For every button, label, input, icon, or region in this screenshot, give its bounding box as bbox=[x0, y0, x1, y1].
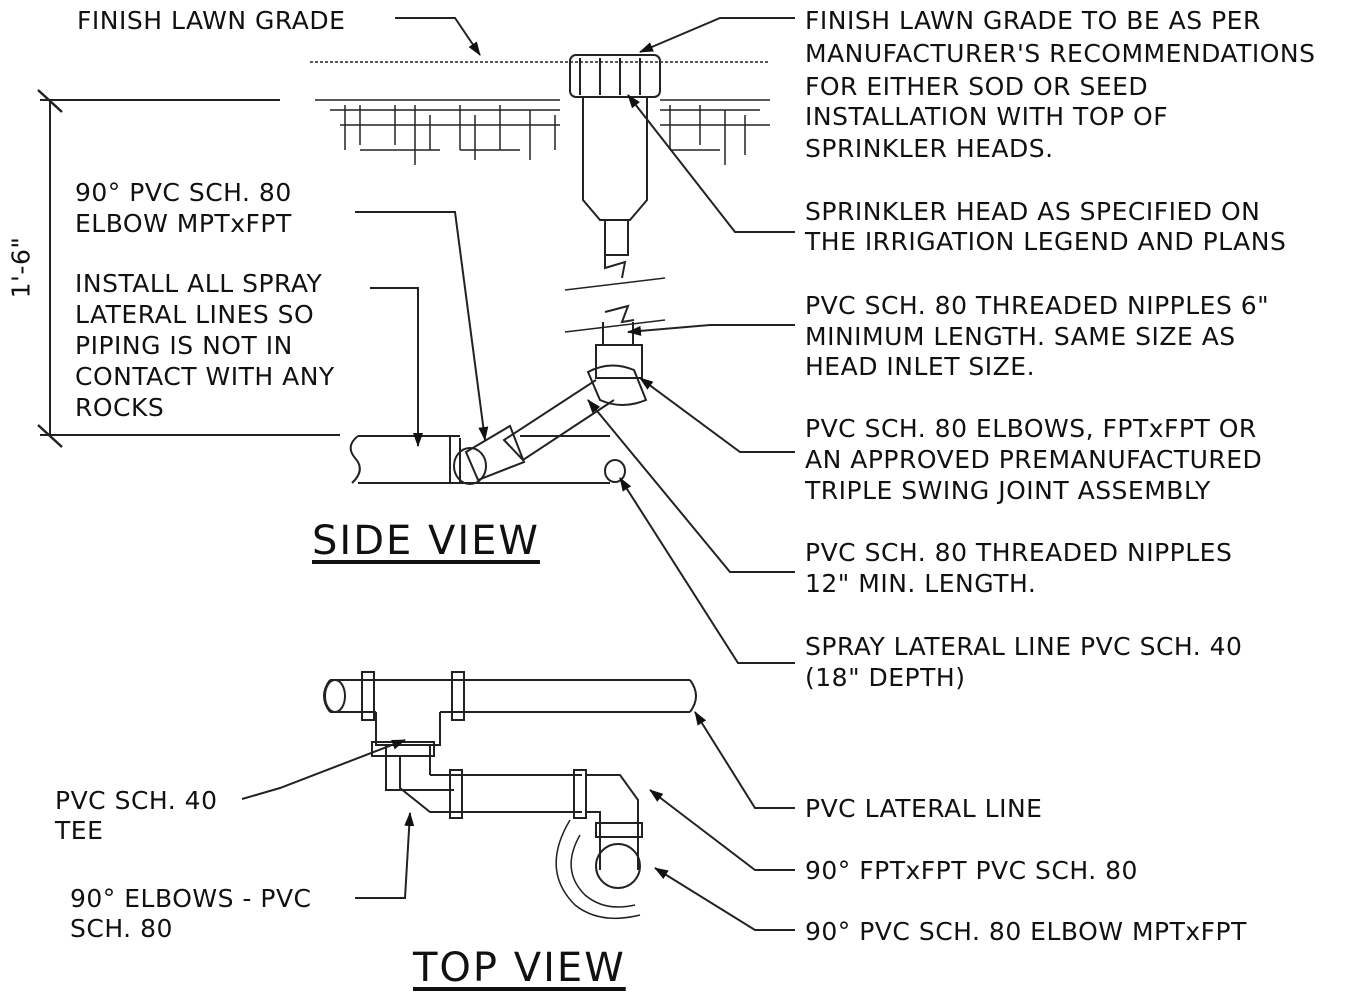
note-line: SPRINKLER HEADS. bbox=[805, 134, 1054, 163]
note-line: PVC SCH. 80 ELBOWS, FPTxFPT OR bbox=[805, 414, 1257, 443]
note-line: MINIMUM LENGTH. SAME SIZE AS bbox=[805, 322, 1236, 351]
note-line: ROCKS bbox=[75, 393, 165, 422]
fpt-fpt-label: 90° FPTxFPT PVC SCH. 80 bbox=[805, 856, 1138, 885]
sprinkler-head bbox=[569, 54, 661, 256]
side-view-title: SIDE VIEW bbox=[312, 518, 540, 564]
note-line: SPRINKLER HEAD AS SPECIFIED ON bbox=[805, 197, 1261, 226]
turf-symbols bbox=[315, 99, 770, 165]
note-line: PVC SCH. 80 THREADED NIPPLES 6" bbox=[805, 291, 1270, 320]
note-line: THE IRRIGATION LEGEND AND PLANS bbox=[805, 227, 1287, 256]
note-line: TEE bbox=[55, 816, 104, 845]
note-line: SCH. 80 bbox=[70, 914, 173, 943]
depth-dimension bbox=[37, 89, 340, 448]
note-line: PIPING IS NOT IN bbox=[75, 331, 293, 360]
note-line: 90° ELBOWS - PVC bbox=[70, 884, 312, 913]
lateral-pipe-side bbox=[349, 435, 626, 484]
note-line: FOR EITHER SOD OR SEED bbox=[805, 72, 1149, 101]
note-line: LATERAL LINES SO bbox=[75, 300, 315, 329]
note-line: (18" DEPTH) bbox=[805, 663, 966, 692]
note-line: INSTALL ALL SPRAY bbox=[75, 269, 323, 298]
note-line: AN APPROVED PREMANUFACTURED bbox=[805, 445, 1263, 474]
break-lines bbox=[564, 255, 666, 333]
note-line: PVC SCH. 80 THREADED NIPPLES bbox=[805, 538, 1233, 567]
finish-lawn-grade-label: FINISH LAWN GRADE bbox=[77, 6, 346, 35]
note-line: PVC SCH. 40 bbox=[55, 786, 218, 815]
note-line: CONTACT WITH ANY bbox=[75, 362, 335, 391]
note-line: FINISH LAWN GRADE TO BE AS PER bbox=[805, 6, 1261, 35]
depth-dimension-label: 1'-6" bbox=[6, 236, 36, 299]
note-line: TRIPLE SWING JOINT ASSEMBLY bbox=[805, 476, 1211, 505]
note-line: MANUFACTURER'S RECOMMENDATIONS bbox=[805, 39, 1316, 68]
note-line: INSTALLATION WITH TOP OF bbox=[805, 102, 1169, 131]
top-view-piping bbox=[323, 671, 697, 920]
elbow-mpt-top-label: 90° PVC SCH. 80 ELBOW MPTxFPT bbox=[805, 917, 1247, 946]
note-line: 90° PVC SCH. 80 bbox=[75, 178, 292, 207]
lateral-line-label: PVC LATERAL LINE bbox=[805, 794, 1043, 823]
note-line: SPRAY LATERAL LINE PVC SCH. 40 bbox=[805, 632, 1243, 661]
leader-lines bbox=[241, 17, 795, 931]
note-line: HEAD INLET SIZE. bbox=[805, 352, 1036, 381]
top-view-title: TOP VIEW bbox=[413, 945, 626, 991]
note-line: ELBOW MPTxFPT bbox=[75, 209, 292, 238]
note-line: 12" MIN. LENGTH. bbox=[805, 569, 1037, 598]
